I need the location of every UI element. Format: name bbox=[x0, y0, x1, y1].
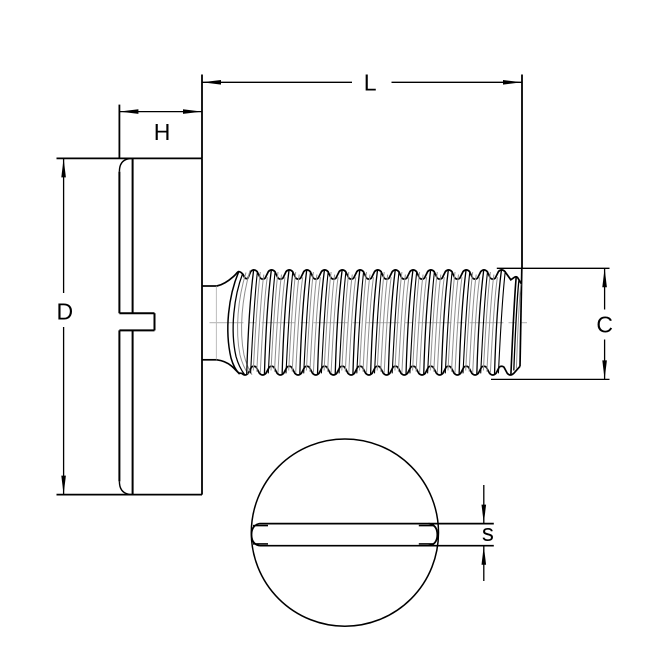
svg-text:C: C bbox=[596, 312, 613, 338]
svg-text:D: D bbox=[56, 299, 73, 325]
svg-text:H: H bbox=[154, 119, 171, 145]
svg-text:s: s bbox=[482, 520, 494, 547]
svg-text:L: L bbox=[364, 70, 377, 96]
